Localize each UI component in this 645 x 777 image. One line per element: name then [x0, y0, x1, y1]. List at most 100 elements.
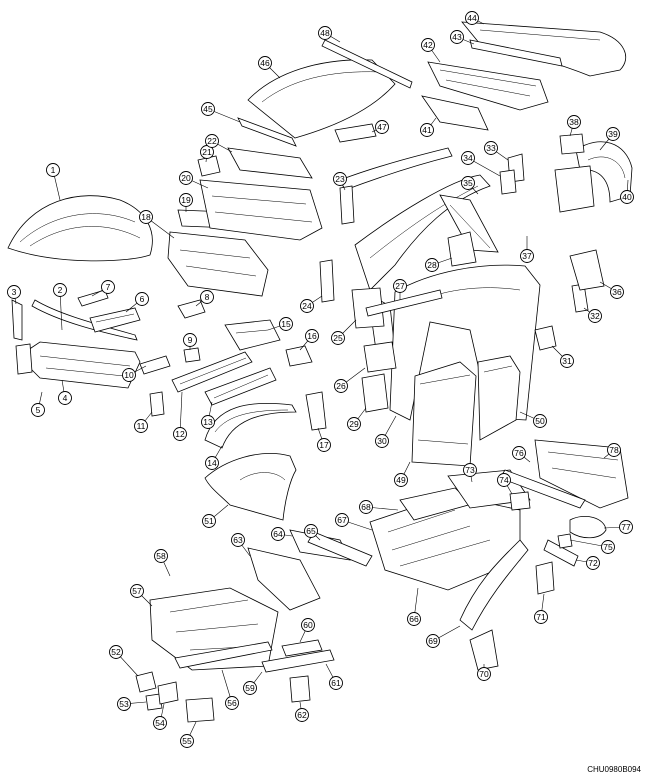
- callout-circle: [334, 379, 348, 393]
- callout-number: 33: [486, 143, 496, 153]
- callout-number: 51: [204, 516, 214, 526]
- floor-bracket-55-outline: [185, 697, 215, 723]
- callout-number: 44: [467, 13, 477, 23]
- front-door-detail-2: [417, 439, 469, 445]
- leader-line-12: [179, 391, 183, 435]
- callout-circle: [31, 403, 45, 417]
- callout-number: 24: [302, 301, 312, 311]
- callout-56: 56: [225, 696, 239, 710]
- callout-58: 58: [154, 549, 168, 563]
- callout-number: 1: [51, 165, 56, 175]
- callout-16: 16: [305, 329, 319, 343]
- cowl-box-detail-2: [214, 211, 313, 223]
- callout-circle: [606, 127, 620, 141]
- side-sill-inner-outline: [174, 641, 273, 669]
- callout-23: 23: [333, 172, 347, 186]
- callout-circle: [497, 473, 511, 487]
- cowl-box-detail-1: [211, 195, 307, 205]
- callout-number: 7: [106, 282, 111, 292]
- left-bracket: [11, 299, 23, 341]
- front-upper-bar: [31, 299, 138, 341]
- bracket-34-outline: [499, 169, 517, 195]
- hood-detail-2: [29, 226, 141, 247]
- callout-number: 71: [536, 612, 546, 622]
- callout-17: 17: [317, 438, 331, 452]
- callout-47: 47: [375, 120, 389, 134]
- callout-77: 77: [619, 520, 633, 534]
- callout-circle: [201, 415, 215, 429]
- callout-circle: [463, 463, 477, 477]
- callout-circle: [117, 697, 131, 711]
- dash-panel-outline: [167, 231, 269, 297]
- callout-67: 67: [335, 513, 349, 527]
- floor-bracket-55: [185, 697, 215, 723]
- callout-3: 3: [7, 285, 21, 299]
- bracket-3-4: [15, 343, 33, 375]
- bracket-52: [135, 671, 157, 693]
- rear-door: [477, 355, 521, 441]
- callout-circle: [271, 527, 285, 541]
- rear-wheel-housing: [575, 141, 633, 203]
- callout-number: 46: [260, 58, 270, 68]
- callout-48: 48: [318, 26, 332, 40]
- side-sill-reinforce: [261, 649, 335, 673]
- diagram-code: CHU0980B094: [587, 765, 641, 774]
- bracket-53-outline: [145, 693, 163, 711]
- callout-number: 32: [590, 311, 600, 321]
- bracket-28-outline: [447, 231, 477, 267]
- callout-64: 64: [271, 527, 285, 541]
- callout-circle: [588, 309, 602, 323]
- callout-18: 18: [139, 210, 153, 224]
- callout-8: 8: [200, 290, 214, 304]
- rear-wheel-housing-detail-1: [587, 156, 626, 179]
- callout-circle: [461, 176, 475, 190]
- apron-reinforce: [89, 307, 141, 333]
- callout-circle: [465, 11, 479, 25]
- rear-wheel-housing-outline: [575, 141, 633, 203]
- callout-number: 23: [335, 174, 345, 184]
- apron-upper-outline: [77, 289, 109, 307]
- callout-number: 68: [361, 502, 371, 512]
- sill-bracket-outline: [281, 639, 323, 657]
- callout-circle: [601, 540, 615, 554]
- callout-20: 20: [179, 171, 193, 185]
- callout-circle: [279, 317, 293, 331]
- callout-31: 31: [560, 354, 574, 368]
- callout-number: 35: [463, 178, 473, 188]
- floor-cross-member: [307, 531, 373, 567]
- floor-cross-member-outline: [307, 531, 373, 567]
- callout-circle: [122, 368, 136, 382]
- callout-number: 20: [181, 173, 191, 183]
- callout-circle: [202, 514, 216, 528]
- callout-circle: [619, 520, 633, 534]
- callout-circle: [173, 427, 187, 441]
- callout-circle: [135, 292, 149, 306]
- roof-front-rail-outline: [237, 117, 297, 147]
- callout-29: 29: [347, 417, 361, 431]
- callout-circle: [329, 676, 343, 690]
- callout-circle: [331, 331, 345, 345]
- callout-circle: [426, 634, 440, 648]
- callout-43: 43: [450, 30, 464, 44]
- callout-circle: [180, 734, 194, 748]
- front-wheel-housing: [204, 402, 297, 449]
- rear-floor-detail-3: [399, 539, 491, 567]
- bracket-23-outline: [339, 185, 355, 225]
- front-floor-detail-1: [169, 599, 249, 613]
- callout-circle: [205, 456, 219, 470]
- bracket-23: [339, 185, 355, 225]
- roof-front-rail: [237, 117, 297, 147]
- callout-circle: [139, 210, 153, 224]
- callout-number: 39: [608, 129, 618, 139]
- callout-number: 41: [422, 125, 432, 135]
- callout-circle: [231, 533, 245, 547]
- callout-number: 26: [336, 381, 346, 391]
- callout-number: 29: [349, 419, 359, 429]
- callout-number: 28: [427, 260, 437, 270]
- bracket-11: [149, 391, 165, 417]
- bracket-34: [499, 169, 517, 195]
- bracket-10-outline: [139, 355, 171, 375]
- callout-number: 27: [395, 281, 405, 291]
- bracket-24: [319, 259, 335, 303]
